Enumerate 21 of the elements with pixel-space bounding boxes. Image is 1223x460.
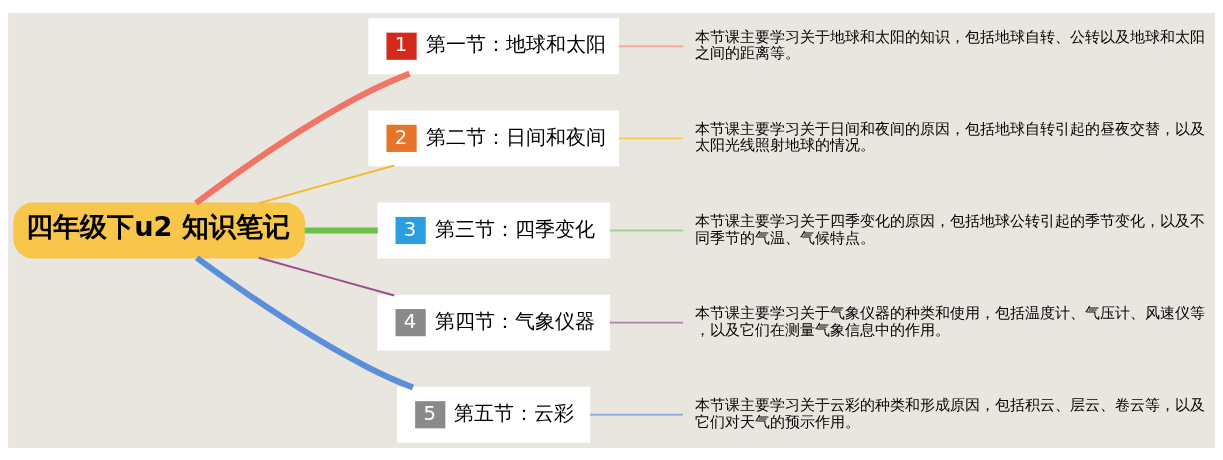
connector xyxy=(617,44,685,47)
node-text: 本节课主要学习关于云彩的种类和形成原因，包括积云、层云、卷云等，以及它们对天气的预示作用。 xyxy=(695,395,1206,431)
connector xyxy=(257,256,396,296)
node-text: 本节课主要学习关于四季变化的原因，包括地球公转引起的季节变化，以及不同季节的气温、气候特点。 xyxy=(695,211,1206,247)
node-text: 本节课主要学习关于日间和夜间的原因，包括地球自转引起的昼夜交替，以及太阳光线照射地球的情况。 xyxy=(695,119,1206,154)
connector xyxy=(608,321,685,324)
node-box: 3 第三节：四季变化 xyxy=(377,202,610,258)
node-box: 2 第二节：日间和夜间 xyxy=(368,109,620,166)
connector xyxy=(257,164,396,204)
connector xyxy=(195,254,415,390)
connector xyxy=(588,413,684,416)
connector xyxy=(304,227,378,233)
connector xyxy=(617,136,685,139)
connector xyxy=(194,70,411,206)
node-box: 四年级下u2 知识笔记 xyxy=(13,202,305,258)
connector xyxy=(608,229,685,231)
node-text: 本节课主要学习关于地球和太阳的知识，包括地球自转、公转以及地球和太阳之间的距离等。 xyxy=(695,27,1206,62)
node-box: 5 第五节：云彩 xyxy=(397,386,591,443)
node-text: 本节课主要学习关于气象仪器的种类和使用，包括温度计、气压计、风速仪等，以及它们在测量气象信息中的作用。 xyxy=(695,303,1206,339)
node-box: 4 第四节：气象仪器 xyxy=(377,294,610,351)
node-box: 1 第一节：地球和太阳 xyxy=(368,17,620,74)
